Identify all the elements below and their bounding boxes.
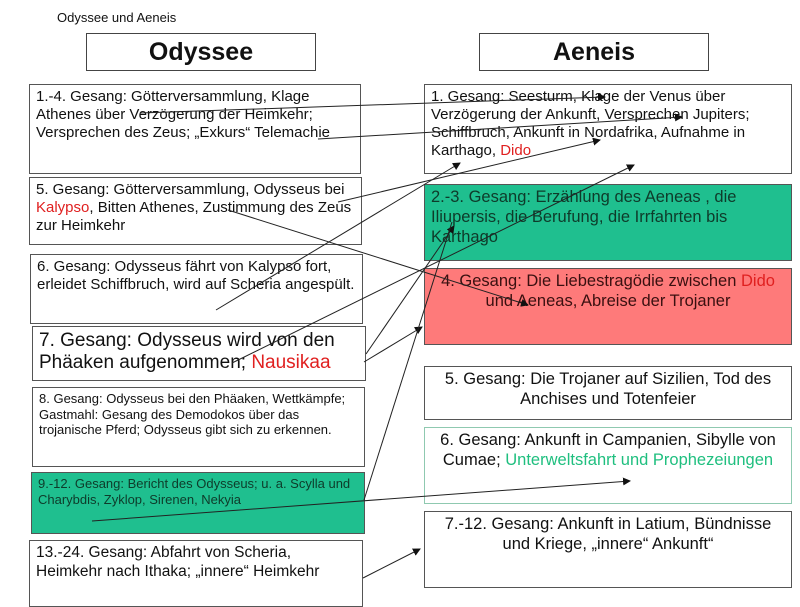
- box-text: und Aeneas, Abreise der Trojaner: [485, 291, 731, 310]
- arrow-13-24-to-7-12: [362, 548, 421, 579]
- highlight-dido: Dido: [500, 142, 532, 159]
- box-text: 5. Gesang: Die Trojaner auf Sizilien, To…: [444, 370, 772, 408]
- odyssee-box-13-24: 13.-24. Gesang: Abfahrt von Scheria, Hei…: [29, 540, 363, 607]
- box-text: 6. Gesang: Odysseus fährt von Kalypso fo…: [37, 258, 355, 293]
- aeneis-box-2-3: 2.-3. Gesang: Erzählung des Aeneas , die…: [424, 184, 792, 261]
- aeneis-heading: Aeneis: [479, 33, 709, 71]
- highlight-unterweltsfahrt: Unterweltsfahrt und Prophezeiungen: [505, 450, 774, 469]
- box-text: 9.-12. Gesang: Bericht des Odysseus; u. …: [38, 476, 351, 507]
- aeneis-box-6: 6. Gesang: Ankunft in Campanien, Sibylle…: [424, 427, 792, 504]
- odyssee-box-8: 8. Gesang: Odysseus bei den Phäaken, Wet…: [32, 387, 365, 467]
- arrow-7-to-liebestragodie: [363, 326, 423, 363]
- box-text: 1. Gesang: Seesturm, Klage der Venus übe…: [431, 88, 750, 159]
- odyssee-box-6: 6. Gesang: Odysseus fährt von Kalypso fo…: [30, 254, 363, 324]
- box-text: 6. Gesang: Ankunft in Campanien, Sibylle…: [440, 431, 776, 469]
- box-text: 1.-4. Gesang: Götterversammlung, Klage A…: [36, 88, 331, 141]
- page-title: Odyssee und Aeneis: [57, 10, 177, 25]
- box-text: 8. Gesang: Odysseus bei den Phäaken, Wet…: [39, 391, 346, 438]
- box-text: 4. Gesang: Die Liebestragödie zwischen: [441, 272, 741, 290]
- aeneis-box-5: 5. Gesang: Die Trojaner auf Sizilien, To…: [424, 366, 792, 420]
- odyssee-box-9-12: 9.-12. Gesang: Bericht des Odysseus; u. …: [31, 472, 365, 534]
- aeneis-box-1: 1. Gesang: Seesturm, Klage der Venus übe…: [424, 84, 792, 174]
- box-text: 7.-12. Gesang: Ankunft in Latium, Bündni…: [444, 515, 772, 553]
- highlight-nausikaa: Nausikaa: [251, 351, 331, 373]
- box-text: 2.-3. Gesang: Erzählung des Aeneas , die…: [431, 188, 737, 246]
- highlight-kalypso: Kalypso: [36, 199, 90, 216]
- aeneis-box-7-12: 7.-12. Gesang: Ankunft in Latium, Bündni…: [424, 511, 792, 588]
- odyssee-heading: Odyssee: [86, 33, 316, 71]
- highlight-dido: Dido: [741, 272, 775, 290]
- odyssee-box-5: 5. Gesang: Götterversammlung, Odysseus b…: [29, 177, 362, 245]
- odyssee-box-1-4: 1.-4. Gesang: Götterversammlung, Klage A…: [29, 84, 361, 174]
- aeneis-box-4: 4. Gesang: Die Liebestragödie zwischen D…: [424, 268, 792, 345]
- box-text: 13.-24. Gesang: Abfahrt von Scheria, Hei…: [36, 544, 320, 580]
- box-text: 5. Gesang: Götterversammlung, Odysseus b…: [36, 181, 345, 198]
- odyssee-box-7: 7. Gesang: Odysseus wird von den Phäaken…: [32, 326, 366, 381]
